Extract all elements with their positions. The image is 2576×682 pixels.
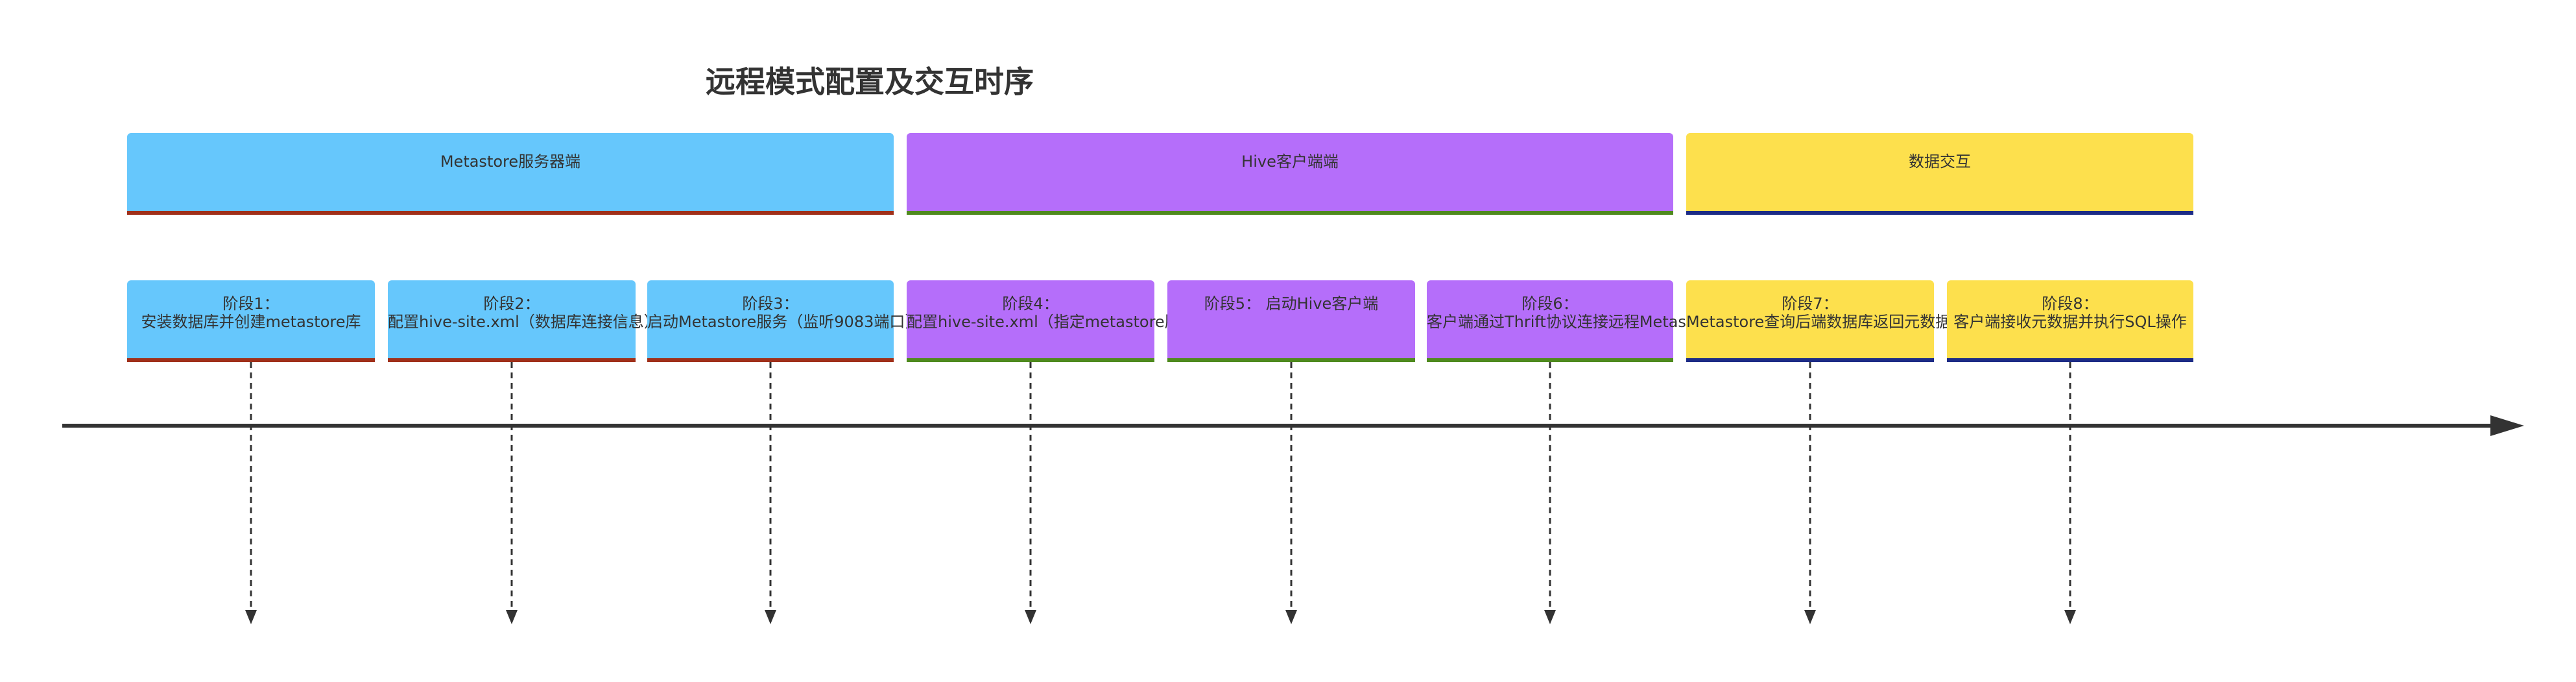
stage-text: 安装数据库并创建metastore库 (141, 313, 361, 331)
stage-text: 客户端接收元数据并执行SQL操作 (1953, 313, 2187, 331)
drop-line-2 (506, 362, 518, 624)
section-label: Metastore服务器端 (440, 152, 581, 171)
section-label: 数据交互 (1909, 152, 1971, 171)
stage-2: 阶段2： 配置hive-site.xml（数据库连接信息） (388, 280, 660, 362)
drop-line-4 (1025, 362, 1036, 624)
stage-title: 阶段3： (742, 295, 799, 313)
stage-title: 阶段6： (1521, 295, 1579, 313)
diagram-title: 远程模式配置及交互时序 (706, 64, 1034, 99)
section-underline (1686, 211, 2193, 215)
section-hive-client: Hive客户端端 (907, 133, 1673, 215)
stage-underline (647, 358, 894, 362)
stage-text: Metastore查询后端数据库返回元数据 (1686, 313, 1951, 331)
stage-underline (388, 358, 636, 362)
stage-text: 配置hive-site.xml（数据库连接信息） (388, 313, 660, 331)
drop-line-7 (1804, 362, 1816, 624)
stage-1: 阶段1： 安装数据库并创建metastore库 (127, 280, 375, 362)
section-underline (127, 211, 894, 215)
drop-line-1 (245, 362, 257, 624)
stage-text: 启动Metastore服务（监听9083端口） (647, 313, 921, 331)
stage-underline (1167, 358, 1415, 362)
drop-line-6 (1544, 362, 1556, 624)
stage-underline (1686, 358, 1934, 362)
stage-underline (1947, 358, 2193, 362)
stage-title: 阶段2： (483, 295, 540, 313)
drop-line-3 (765, 362, 776, 624)
section-metastore-server: Metastore服务器端 (127, 133, 894, 215)
stage-text: 客户端通过Thrift协议连接远程Metastore (1427, 313, 1718, 331)
stage-8: 阶段8： 客户端接收元数据并执行SQL操作 (1947, 280, 2193, 362)
stage-underline (127, 358, 375, 362)
stage-title: 阶段7： (1782, 295, 1839, 313)
section-label: Hive客户端端 (1241, 152, 1339, 171)
stage-underline (1427, 358, 1673, 362)
drop-line-5 (1285, 362, 1297, 624)
section-underline (907, 211, 1673, 215)
stage-7: 阶段7： Metastore查询后端数据库返回元数据 (1686, 280, 1951, 362)
stage-5: 阶段5： 启动Hive客户端 (1167, 280, 1415, 362)
stage-underline (907, 358, 1154, 362)
timeline-arrow-head (2490, 415, 2524, 436)
stage-3: 阶段3： 启动Metastore服务（监听9083端口） (647, 280, 921, 362)
stage-title: 阶段5： 启动Hive客户端 (1204, 295, 1379, 313)
stage-6: 阶段6： 客户端通过Thrift协议连接远程Metastore (1427, 280, 1718, 362)
drop-line-8 (2064, 362, 2076, 624)
stage-title: 阶段1： (222, 295, 280, 313)
stage-title: 阶段8： (2042, 295, 2099, 313)
stage-title: 阶段4： (1002, 295, 1059, 313)
section-data-interaction: 数据交互 (1686, 133, 2193, 215)
stage-4: 阶段4： 配置hive-site.xml（指定metastore服务器URI） (907, 280, 1254, 362)
